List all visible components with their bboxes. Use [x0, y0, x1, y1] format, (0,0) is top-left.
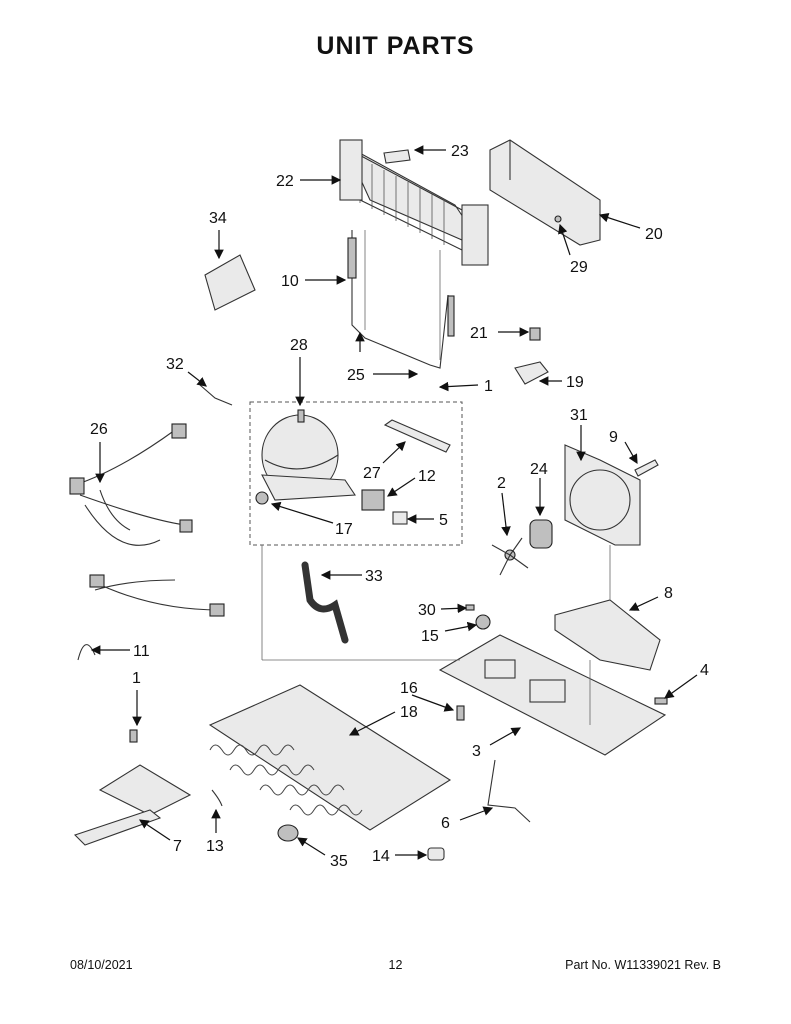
drier-27-drawing	[383, 419, 451, 453]
callout-16: 16	[400, 680, 418, 697]
callout-22: 22	[276, 173, 294, 190]
condenser-coil-drawing	[208, 684, 452, 831]
screw-9-drawing	[634, 459, 659, 477]
callout-32: 32	[166, 356, 184, 373]
relay-12-drawing	[361, 489, 385, 511]
callout-3: 3	[472, 743, 481, 760]
screw-16-drawing	[456, 705, 465, 721]
defrost-heater-drawing	[347, 230, 455, 369]
screw-30-drawing	[465, 604, 475, 611]
compressor-drawing	[261, 409, 356, 501]
callout-26: 26	[90, 421, 108, 438]
callout-17: 17	[335, 521, 353, 538]
fan-blade-2-drawing	[491, 537, 529, 576]
screw-29-drawing	[554, 215, 562, 223]
callout-14: 14	[372, 848, 390, 865]
footer-part-number: Part No. W11339021 Rev. B	[565, 958, 721, 972]
footer-page-number: 12	[388, 958, 403, 972]
callout-15: 15	[421, 628, 439, 645]
callout-20: 20	[645, 226, 663, 243]
callout-25: 25	[347, 367, 365, 384]
callout-4: 4	[700, 662, 709, 679]
callout-1-upper: 1	[484, 378, 493, 395]
callout-19: 19	[566, 374, 584, 391]
base-plate-drawing	[438, 634, 667, 756]
callout-9: 9	[609, 429, 618, 446]
callout-27: 27	[363, 465, 381, 482]
evaporator-coil-drawing	[339, 139, 489, 266]
screw-4-drawing	[654, 697, 668, 705]
clip-13-drawing	[211, 789, 223, 807]
callout-23: 23	[451, 143, 469, 160]
grommet-35-drawing	[277, 824, 299, 842]
grommet-15-drawing	[475, 614, 491, 630]
callout-6: 6	[441, 815, 450, 832]
callout-labels: 23 22 20 29 34 10 21 19 28 32 25 1 31 9 …	[90, 143, 709, 870]
callout-35: 35	[330, 853, 348, 870]
plug-14-drawing	[427, 847, 445, 861]
callout-31: 31	[570, 407, 588, 424]
insulation-panel-drawing	[204, 254, 256, 311]
evaporator-cover-drawing	[489, 139, 601, 246]
callout-5: 5	[439, 512, 448, 529]
reference-lines	[261, 230, 611, 725]
clip-11-drawing	[77, 644, 96, 661]
wiring-harness-drawing	[69, 423, 225, 617]
page-title: UNIT PARTS	[316, 32, 475, 60]
callout-21: 21	[470, 325, 488, 342]
callout-28: 28	[290, 337, 308, 354]
callout-7: 7	[173, 838, 182, 855]
callout-10: 10	[281, 273, 299, 290]
compressor-bracket-drawing	[554, 599, 661, 671]
callout-12: 12	[418, 468, 436, 485]
callout-arrows	[90, 145, 698, 860]
callout-8: 8	[664, 585, 673, 602]
screw-1-lower-drawing	[129, 729, 138, 743]
callout-30: 30	[418, 602, 436, 619]
callout-29: 29	[570, 259, 588, 276]
callout-18: 18	[400, 704, 418, 721]
grommet-17-drawing	[255, 491, 269, 505]
callout-34: 34	[209, 210, 227, 227]
bracket-19-drawing	[514, 327, 549, 385]
callout-33: 33	[365, 568, 383, 585]
overload-5-drawing	[392, 511, 408, 525]
condenser-fan-shroud-drawing	[564, 444, 641, 546]
callout-24: 24	[530, 461, 548, 478]
foam-pad-drawing	[383, 149, 411, 164]
footer-date: 08/10/2021	[70, 958, 133, 972]
callout-13: 13	[206, 838, 224, 855]
drain-tube-drawing	[301, 561, 349, 644]
compressor-group-box	[249, 401, 463, 546]
thermistor-32-drawing	[199, 384, 233, 406]
wire-6-drawing	[487, 759, 531, 823]
callout-11: 11	[133, 643, 150, 660]
bracket-7-drawing	[73, 764, 192, 846]
callout-2: 2	[497, 475, 506, 492]
callout-1-lower: 1	[132, 670, 141, 687]
fan-motor-24-drawing	[529, 519, 553, 549]
